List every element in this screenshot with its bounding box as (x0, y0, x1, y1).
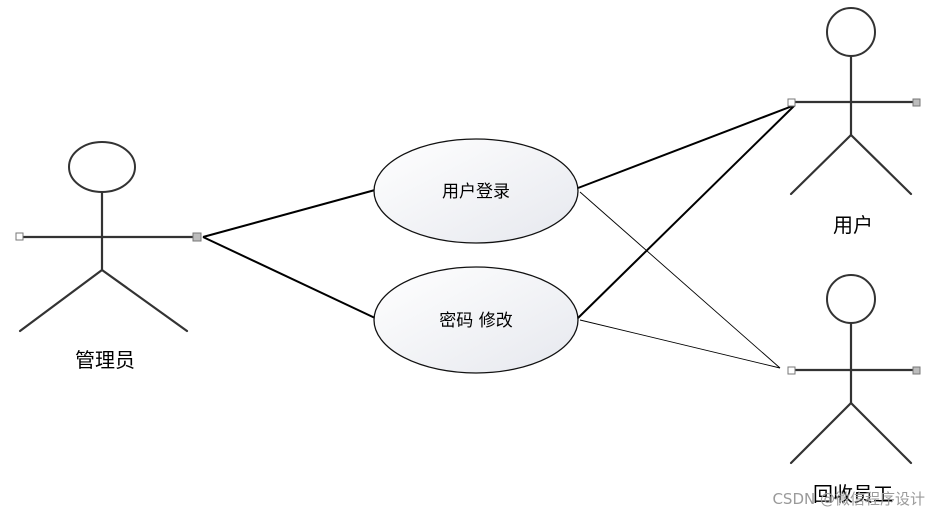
actor-user-head (826, 7, 876, 57)
actor-recycler-handle-right[interactable] (912, 366, 921, 375)
actor-recycler-head (826, 274, 876, 324)
actor-recycler-handle-left[interactable] (787, 366, 796, 375)
association-admin-password (202, 236, 376, 319)
actor-admin-leg-right (100, 268, 189, 333)
actor-admin-handle-left[interactable] (15, 232, 24, 241)
use-case-login-label: 用户登录 (442, 182, 510, 202)
actor-admin-leg-left (18, 268, 104, 333)
association-lines (202, 104, 796, 369)
use-case-login[interactable]: 用户登录 (373, 138, 579, 244)
actor-recycler-leg-right (849, 401, 913, 465)
actor-admin[interactable]: 管理员 (15, 141, 202, 372)
actor-recycler-leg-left (789, 401, 853, 465)
actor-user-leg-left (789, 133, 853, 196)
association-user-login (577, 104, 796, 189)
actor-user[interactable]: 用户 (787, 7, 921, 237)
watermark-text: CSDN @微信程序设计 (772, 490, 925, 508)
actor-admin-label: 管理员 (75, 348, 135, 372)
use-case-login-ellipse (373, 138, 579, 244)
actor-user-label: 用户 (833, 213, 873, 237)
association-recycler-login (579, 191, 781, 369)
actor-recycler[interactable]: 回收员工 (787, 274, 921, 506)
use-case-password-label: 密码 修改 (439, 311, 512, 331)
actor-admin-head (68, 141, 136, 193)
use-case-password-change[interactable]: 密码 修改 (373, 266, 579, 374)
actor-recycler-label: 回收员工 (813, 482, 893, 506)
actor-user-leg-right (849, 133, 913, 196)
use-case-password-ellipse (373, 266, 579, 374)
actor-user-handle-left[interactable] (787, 98, 796, 107)
association-recycler-password (579, 319, 781, 369)
actor-admin-handle-right[interactable] (192, 232, 202, 242)
association-user-password (577, 104, 796, 319)
association-admin-login (202, 189, 376, 238)
actor-user-handle-right[interactable] (912, 98, 921, 107)
